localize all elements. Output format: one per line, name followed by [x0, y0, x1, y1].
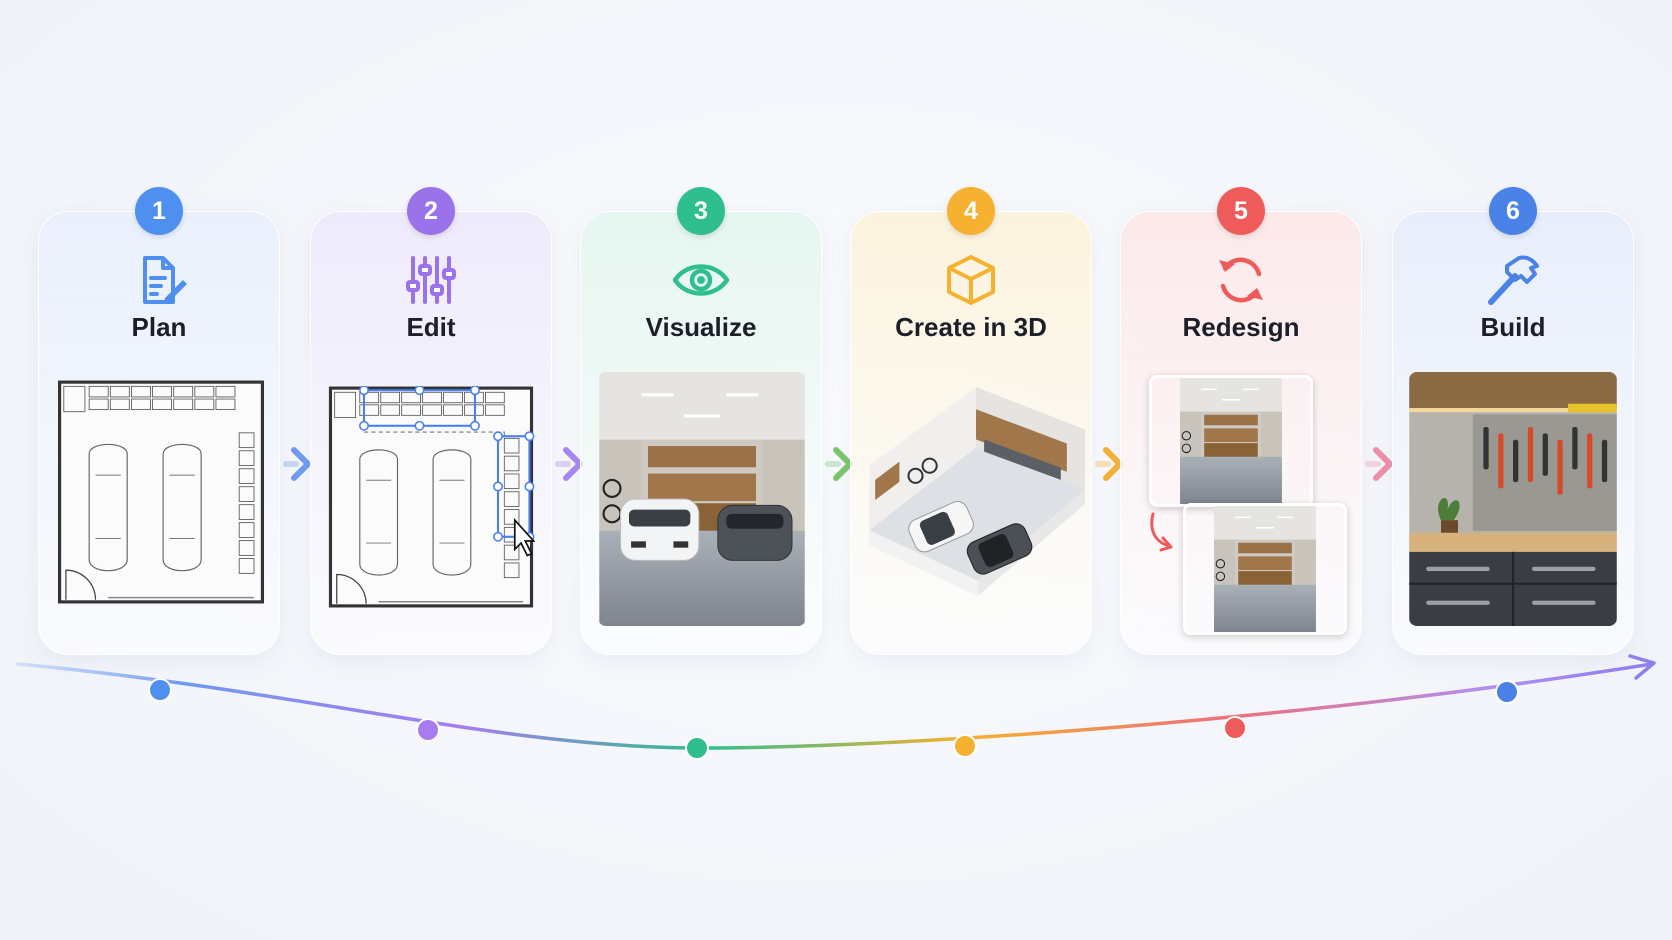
step-number-badge: 5 [1217, 187, 1265, 235]
garage-render-image [598, 372, 806, 626]
floor-plan-image [57, 380, 265, 604]
step-label: Redesign [1182, 312, 1300, 342]
step-arrow-icon [282, 444, 316, 484]
cube-icon [943, 252, 999, 308]
isometric-3d-garage-image [855, 376, 1087, 624]
step-label: Build [1480, 312, 1546, 342]
step-label: Edit [406, 312, 456, 342]
redesign-option-a-image [1149, 375, 1313, 507]
eye-icon [673, 252, 729, 308]
refresh-icon [1213, 252, 1269, 308]
hammer-icon [1485, 252, 1541, 308]
redesign-arrow-icon [1145, 510, 1177, 554]
step-number-badge: 1 [135, 187, 183, 235]
step-label: Visualize [645, 312, 757, 342]
workshop-build-image [1409, 372, 1617, 626]
edited-floor-plan-image [327, 386, 535, 608]
step-number-badge: 2 [407, 187, 455, 235]
step-number-badge: 3 [677, 187, 725, 235]
step-arrow-icon [1364, 444, 1398, 484]
step-label: Plan [131, 312, 187, 342]
step-number-badge: 6 [1489, 187, 1537, 235]
sliders-icon [403, 252, 459, 308]
step-label: Create in 3D [895, 312, 1047, 342]
document-edit-icon [131, 252, 187, 308]
step-number-badge: 4 [947, 187, 995, 235]
redesign-option-b-image [1183, 503, 1347, 635]
